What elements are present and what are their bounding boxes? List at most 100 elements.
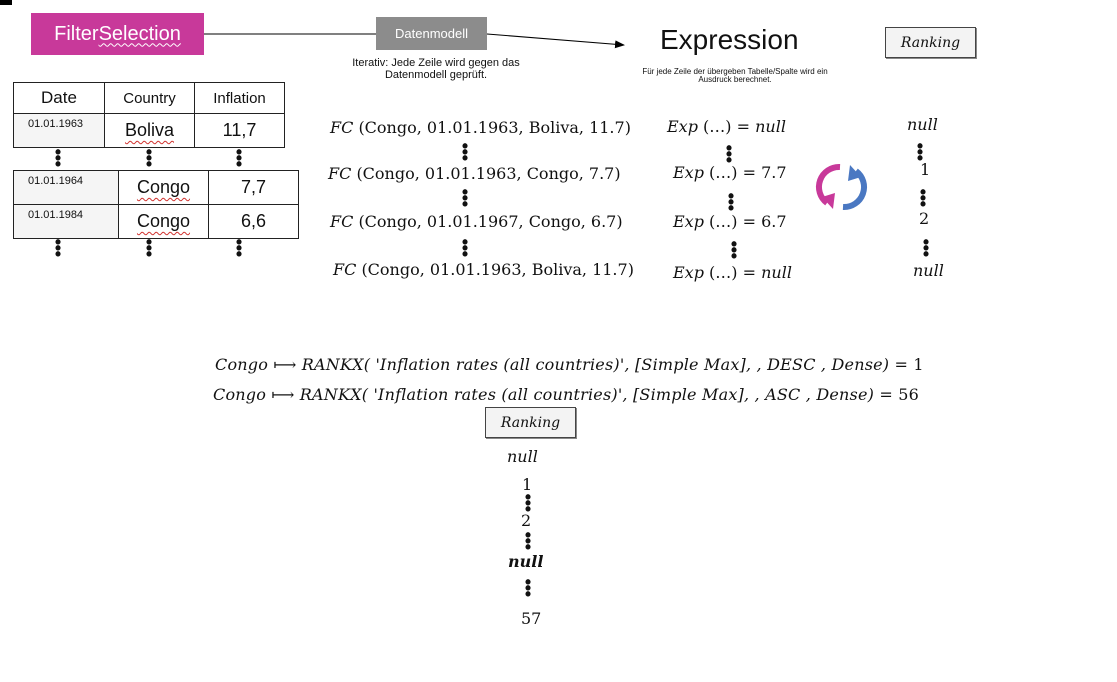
filter-selection-box: Filter Selection [31, 13, 204, 55]
rank-value: 1 [920, 160, 931, 179]
cell-date: 01.01.1963 [13, 113, 105, 148]
fc-args: (Congo, 01.01.1967, Congo, 6.7) [358, 212, 623, 231]
ellipsis-vertical: ••• [145, 142, 153, 174]
ellipsis-vertical: ••• [145, 232, 153, 264]
rankx-formula-desc: Congo ⟼ RANKX( 'Inflation rates (all cou… [215, 355, 924, 374]
formula-result: = 1 [889, 355, 924, 374]
ellipsis-vertical: ••• [727, 186, 735, 218]
datenmodell-label: Datenmodell [395, 26, 468, 41]
fc-fn: FC [328, 164, 352, 183]
rank-text: null [507, 447, 538, 466]
fc-fn: FC [330, 212, 354, 231]
ellipsis-vertical: ••• [524, 525, 532, 557]
datenmodell-to-expression-arrow [486, 33, 625, 49]
ellipsis-vertical: ••• [922, 232, 930, 264]
rank-value-null: null [508, 552, 543, 571]
filter-label-part2: Selection [98, 22, 181, 45]
exp-result: = 6.7 [742, 212, 787, 231]
corner-mark [0, 0, 12, 5]
ellipsis-vertical: ••• [54, 232, 62, 264]
exp-args: (…) [709, 212, 738, 231]
fc-row: FC (Congo, 01.01.1963, Boliva, 11.7) [333, 260, 634, 279]
table-row: 01.01.1964 Congo 7,7 [13, 170, 299, 205]
source-table: Date Country Inflation 01.01.1963 Boliva… [13, 82, 285, 148]
exp-row: Exp (…) = null [673, 263, 792, 282]
ellipsis-vertical: ••• [461, 136, 469, 168]
ranking-header-bottom: Ranking [485, 407, 576, 438]
exp-args: (…) [703, 117, 732, 136]
rank-value: 1 [522, 475, 533, 494]
formula-result: = 56 [874, 385, 920, 404]
exp-args: (…) [709, 263, 738, 282]
header-inflation: Inflation [194, 82, 285, 114]
ellipsis-vertical: ••• [919, 182, 927, 214]
cell-inflation: 11,7 [194, 113, 285, 148]
exp-result: = null [742, 263, 792, 282]
fc-row: FC (Congo, 01.01.1963, Boliva, 11.7) [330, 118, 631, 137]
formula-left: Congo ⟼ RANKX [213, 385, 362, 404]
exp-row: Exp (…) = 6.7 [673, 212, 787, 231]
fc-args: (Congo, 01.01.1963, Boliva, 11.7) [358, 118, 631, 137]
fc-row: FC (Congo, 01.01.1963, Congo, 7.7) [328, 164, 621, 183]
exp-args: (…) [709, 163, 738, 182]
cell-country: Congo [118, 170, 209, 205]
rank-value-null: null [913, 261, 944, 280]
cell-country: Congo [118, 204, 209, 239]
rank-value: 2 [919, 209, 930, 228]
cell-date: 01.01.1984 [13, 204, 119, 239]
ellipsis-vertical: ••• [916, 136, 924, 168]
exp-row: Exp (…) = null [667, 117, 786, 136]
filter-label-part1: Filter [54, 22, 99, 45]
cell-inflation: 7,7 [208, 170, 299, 205]
ellipsis-vertical: ••• [730, 234, 738, 266]
rank-value-null: null [907, 115, 938, 134]
country-text: Congo [136, 211, 191, 231]
datenmodell-box: Datenmodell [376, 17, 487, 50]
ellipsis-vertical: ••• [524, 572, 532, 604]
fc-fn: FC [333, 260, 357, 279]
exp-fn: Exp [673, 212, 704, 231]
refresh-cycle-icon [815, 163, 868, 211]
ellipsis-vertical: ••• [54, 142, 62, 174]
fc-row: FC (Congo, 01.01.1967, Congo, 6.7) [330, 212, 623, 231]
ellipsis-vertical: ••• [461, 182, 469, 214]
exp-row: Exp (…) = 7.7 [673, 163, 787, 182]
exp-fn: Exp [673, 163, 704, 182]
fc-args: (Congo, 01.01.1963, Boliva, 11.7) [361, 260, 634, 279]
ellipsis-vertical: ••• [524, 487, 532, 519]
ellipsis-vertical: ••• [235, 232, 243, 264]
ellipsis-vertical: ••• [461, 232, 469, 264]
fc-args: (Congo, 01.01.1963, Congo, 7.7) [356, 164, 621, 183]
rank-text: null [508, 552, 544, 571]
table-row: 01.01.1963 Boliva 11,7 [13, 113, 285, 148]
country-text: Boliva [124, 120, 175, 140]
iterativ-note: Iterativ: Jede Zeile wird gegen das Date… [352, 57, 520, 81]
rank-value-null: null [507, 447, 538, 466]
cell-country: Boliva [104, 113, 195, 148]
ellipsis-vertical: ••• [235, 142, 243, 174]
ellipsis-vertical: ••• [725, 138, 733, 170]
rank-value: 2 [521, 511, 532, 530]
rankx-formula-asc: Congo ⟼ RANKX( 'Inflation rates (all cou… [213, 385, 919, 404]
formula-left: Congo ⟼ RANKX [215, 355, 364, 374]
header-date: Date [13, 82, 105, 114]
cell-date: 01.01.1964 [13, 170, 119, 205]
rank-value: 57 [521, 609, 542, 628]
rank-text: null [907, 115, 938, 134]
source-table-middle: 01.01.1964 Congo 7,7 01.01.1984 Congo 6,… [13, 170, 299, 239]
exp-fn: Exp [667, 117, 698, 136]
rank-text: null [913, 261, 944, 280]
country-text: Congo [136, 177, 191, 197]
exp-result: = null [736, 117, 786, 136]
expression-title: Expression [660, 24, 799, 55]
formula-args: ( 'Inflation rates (all countries)', [Si… [363, 355, 890, 374]
ranking-header-top: Ranking [885, 27, 976, 58]
cell-inflation: 6,6 [208, 204, 299, 239]
formula-args: ( 'Inflation rates (all countries)', [Si… [361, 385, 875, 404]
fc-fn: FC [330, 118, 354, 137]
table-row: 01.01.1984 Congo 6,6 [13, 204, 299, 239]
header-country: Country [104, 82, 195, 114]
expression-note: Für jede Zeile der übergeben Tabelle/Spa… [642, 67, 828, 84]
exp-fn: Exp [673, 263, 704, 282]
